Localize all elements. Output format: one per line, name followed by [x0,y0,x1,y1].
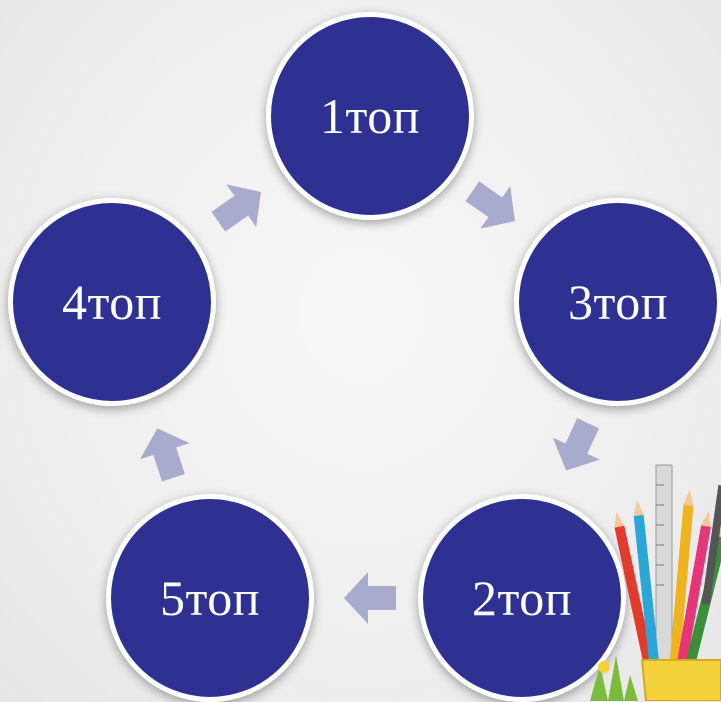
node-label: 3топ [568,274,668,330]
node-label: 1топ [320,88,420,144]
arrow-1-to-3 [465,181,515,229]
node-label: 5топ [160,570,260,626]
arrow-5-to-4 [140,428,190,482]
node-label: 4топ [62,274,162,330]
node-5top: 5топ [106,494,314,702]
pencil-cup-illustration [590,464,721,701]
node-3top: 3топ [514,198,721,406]
arrow-3-to-2 [552,418,600,471]
arrow-2-to-5 [344,572,396,624]
node-4top: 4топ [8,198,216,406]
node-1top: 1топ [266,12,474,220]
node-label: 2топ [472,570,572,626]
grass-icon [590,655,638,701]
node-2top: 2топ [418,494,626,702]
arrow-4-to-1 [211,184,261,232]
